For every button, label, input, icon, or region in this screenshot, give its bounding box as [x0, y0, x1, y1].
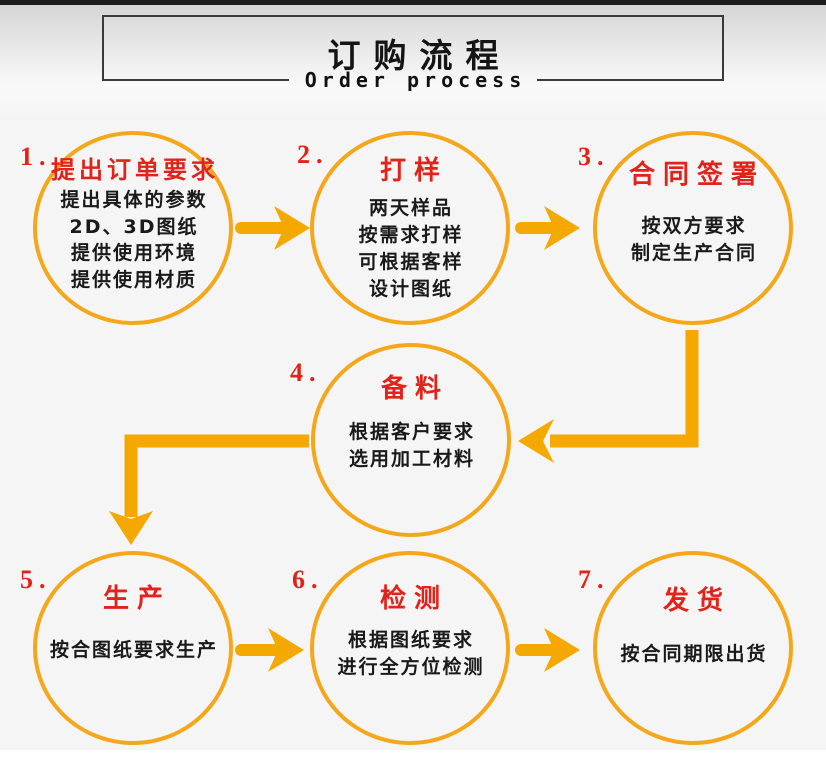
step-detail-line: 按双方要求	[641, 215, 747, 237]
step-detail-line: 提供使用环境	[70, 242, 197, 264]
step-circle-4: 备料 根据客户要求 选用加工材料	[311, 343, 511, 537]
step-title: 生产	[102, 584, 171, 614]
step-detail-line: 进行全方位检测	[337, 656, 485, 678]
bottom-white-strip	[0, 750, 826, 767]
step-detail-line: 按需求打样	[358, 224, 464, 246]
flow-arrow-step4-step5	[109, 434, 309, 545]
step-circle-6: 检测 根据图纸要求 进行全方位检测	[310, 551, 510, 745]
step-detail-line: 2D、3D图纸	[69, 215, 199, 238]
flow-arrow-step5-step6	[235, 628, 304, 672]
step-detail-line: 根据图纸要求	[347, 629, 474, 651]
step-number-5: 5.	[20, 565, 52, 594]
step-title: 合同签署	[628, 160, 765, 190]
page-subtitle: Order process	[304, 68, 527, 92]
step-circle-7: 发货 按合同期限出货	[593, 551, 793, 745]
step-detail-line: 根据客户要求	[348, 421, 475, 443]
step-title: 发货	[662, 586, 731, 616]
header-background	[0, 5, 826, 117]
step-number-6: 6.	[292, 565, 324, 594]
subtitle-rule-right	[537, 79, 725, 81]
step-number-4: 4.	[290, 358, 322, 387]
step-detail-line: 按合同期限出货	[620, 643, 768, 665]
step-circle-5: 生产 按合图纸要求生产	[33, 551, 233, 745]
flow-arrow-step1-step2	[235, 206, 310, 250]
step-detail-line: 按合图纸要求生产	[49, 639, 218, 661]
step-number-7: 7.	[578, 565, 610, 594]
step-title: 提出订单要求	[51, 156, 219, 184]
step-detail-line: 制定生产合同	[630, 242, 757, 264]
step-detail-line: 提供使用材质	[70, 268, 197, 291]
step-number-2: 2.	[297, 140, 329, 169]
step-detail-line: 两天样品	[368, 197, 453, 219]
step-circle-3: 合同签署 按双方要求 制定生产合同	[593, 131, 793, 325]
flow-arrow-step3-step4	[518, 330, 699, 463]
step-title: 备料	[380, 374, 449, 404]
subtitle-row: Order process	[102, 68, 725, 92]
step-detail-line: 选用加工材料	[348, 448, 475, 470]
step-number-3: 3.	[578, 142, 610, 171]
page-title: 订购流程	[327, 35, 512, 75]
step-detail-line: 提出具体的参数	[60, 189, 208, 211]
top-border-bar	[0, 0, 826, 5]
step-detail-line: 设计图纸	[368, 278, 453, 300]
step-circle-1: 提出订单要求 提出具体的参数 2D、3D图纸 提供使用环境 提供使用材质	[33, 131, 233, 325]
step-title: 打样	[379, 156, 448, 186]
title-box: 订购流程	[102, 15, 724, 80]
step-title: 检测	[379, 584, 448, 614]
step-number-1: 1.	[20, 142, 52, 171]
step-circle-2: 打样 两天样品 按需求打样 可根据客样 设计图纸	[310, 131, 510, 325]
flow-arrow-step2-step3	[515, 206, 580, 250]
flow-arrow-step6-step7	[515, 628, 580, 672]
subtitle-rule-left	[102, 79, 289, 81]
step-detail-line: 可根据客样	[358, 251, 464, 273]
